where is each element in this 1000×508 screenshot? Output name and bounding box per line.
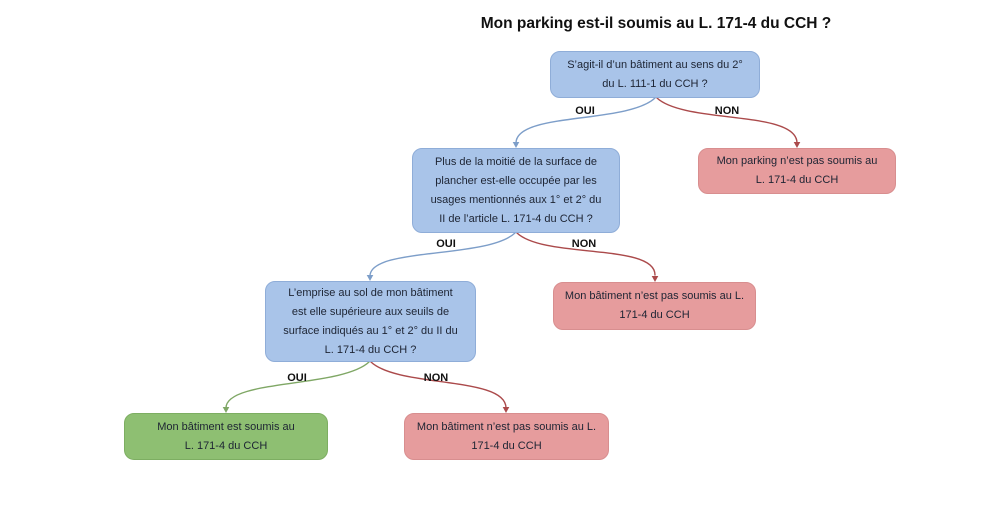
edge-label-q1-oui: OUI — [575, 105, 595, 117]
edge-q3-non-line — [370, 361, 507, 409]
edge-label-q3-non: NON — [423, 372, 449, 384]
edge-q3-oui-arrowhead — [222, 407, 230, 413]
question-node-emprise-sol: L’emprise au sol de mon bâtiment est ell… — [265, 281, 476, 362]
edge-label-q1-non: NON — [714, 105, 740, 117]
outcome-node-batiment-non-soumis-1: Mon bâtiment n’est pas soumis au L. 171-… — [553, 282, 756, 330]
edge-label-q2-non: NON — [571, 238, 597, 250]
edge-q1-oui-line — [515, 97, 656, 144]
edge-q1-non-line — [656, 97, 798, 144]
question-node-batiment-sens: S’agit-il d’un bâtiment au sens du 2° du… — [550, 51, 760, 98]
outcome-text: Mon bâtiment n’est pas soumis au L. 171-… — [564, 290, 745, 321]
edge-q1-non-arrowhead — [793, 142, 801, 148]
question-text: L’emprise au sol de mon bâtiment est ell… — [283, 286, 458, 356]
edge-q3-oui-line — [225, 361, 370, 409]
edge-label-q2-oui: OUI — [436, 238, 456, 250]
question-node-surface-plancher: Plus de la moitié de la surface de planc… — [412, 148, 620, 233]
edge-q2-oui-arrowhead — [366, 275, 374, 281]
outcome-text: Mon parking n’est pas soumis au L. 171-4… — [716, 155, 878, 186]
question-text: S’agit-il d’un bâtiment au sens du 2° du… — [567, 58, 743, 90]
outcome-text: Mon bâtiment n’est pas soumis au L. 171-… — [416, 420, 597, 452]
outcome-node-batiment-non-soumis-2: Mon bâtiment n’est pas soumis au L. 171-… — [404, 413, 609, 460]
edge-q1-oui-arrowhead — [512, 142, 520, 148]
edge-q2-oui-line — [369, 232, 516, 277]
outcome-text: Mon bâtiment est soumis au L. 171-4 du C… — [157, 420, 295, 452]
outcome-node-parking-non-soumis: Mon parking n’est pas soumis au L. 171-4… — [698, 148, 896, 194]
edge-q2-non-arrowhead — [651, 276, 659, 282]
edge-q2-non-line — [516, 232, 656, 276]
page-title: Mon parking est-il soumis au L. 171-4 du… — [480, 15, 832, 32]
edge-label-q3-oui: OUI — [287, 372, 307, 384]
question-text: Plus de la moitié de la surface de planc… — [430, 155, 602, 225]
edge-q3-non-arrowhead — [502, 407, 510, 413]
outcome-node-batiment-soumis: Mon bâtiment est soumis au L. 171-4 du C… — [124, 413, 328, 460]
